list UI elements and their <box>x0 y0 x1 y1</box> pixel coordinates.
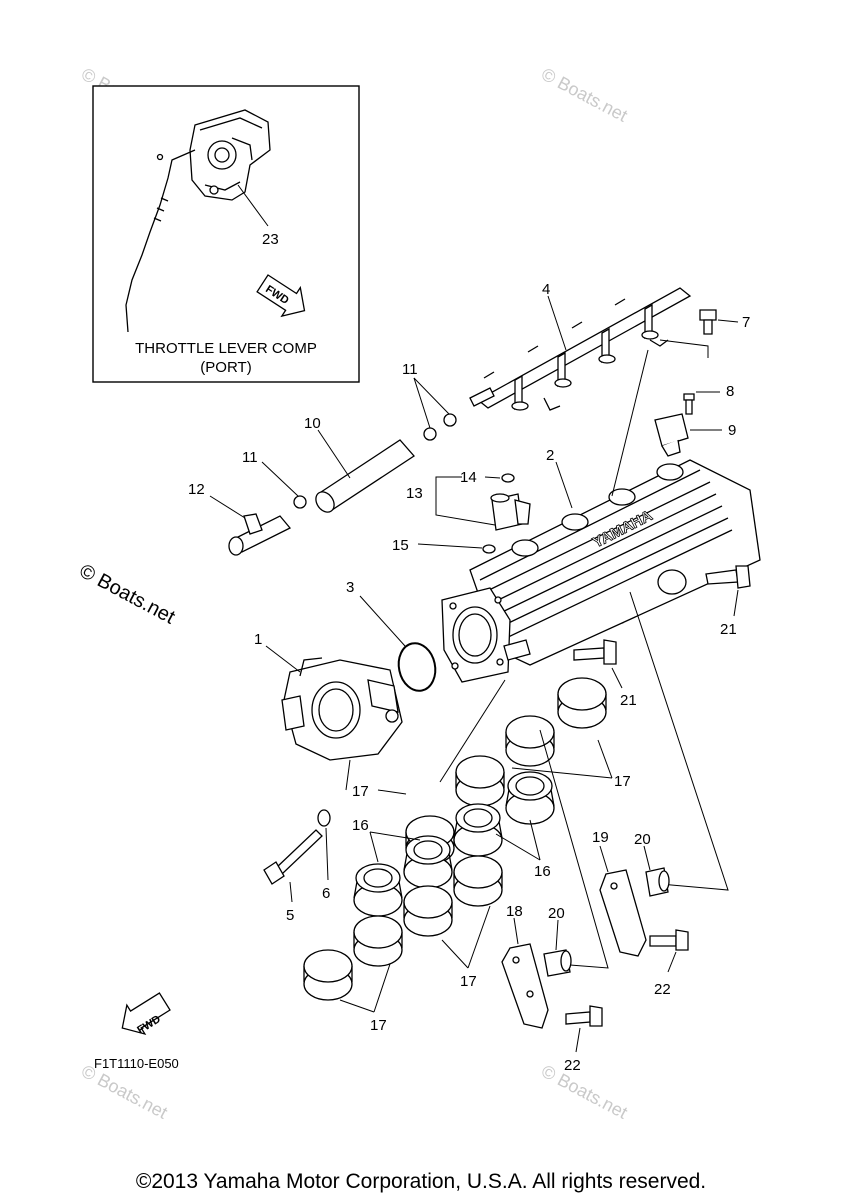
callout-12: 12 <box>188 481 205 498</box>
callout-1: 1 <box>254 631 262 648</box>
bolt-22-lower <box>565 1005 603 1027</box>
intake-manifold-2 <box>441 459 761 683</box>
seal-15 <box>482 544 496 554</box>
bracket-18 <box>501 943 549 1029</box>
grommet-20-left <box>543 949 572 977</box>
bolt-5 <box>263 829 323 885</box>
o-ring-14 <box>501 473 515 483</box>
bracket-19 <box>599 869 647 957</box>
callout-11-upper: 11 <box>402 361 418 378</box>
callout-21-upper: 21 <box>720 621 737 638</box>
callout-13: 13 <box>406 485 423 502</box>
inset-caption-line1: THROTTLE LEVER COMP <box>135 340 317 357</box>
callout-23: 23 <box>262 231 279 248</box>
callout-17-bottom: 17 <box>370 1017 387 1034</box>
callout-8: 8 <box>726 383 734 400</box>
throttle-lever-comp-drawing <box>125 109 271 333</box>
callout-19: 19 <box>592 829 609 846</box>
fwd-arrow <box>121 992 171 1035</box>
callout-10: 10 <box>304 415 321 432</box>
callout-20-right: 20 <box>634 831 651 848</box>
callout-22-lower: 22 <box>564 1057 581 1074</box>
callout-15: 15 <box>392 537 409 554</box>
fuel-hose-10 <box>315 439 415 513</box>
callout-22-right: 22 <box>654 981 671 998</box>
callout-3: 3 <box>346 579 354 596</box>
bolt-7 <box>699 309 717 335</box>
throttle-lever-inset: 23 FWD THROTTLE LEVER COMP (PORT) <box>92 85 360 383</box>
inset-caption-line2: (PORT) <box>200 359 251 376</box>
callout-17-right: 17 <box>614 773 631 790</box>
callout-5: 5 <box>286 907 294 924</box>
fuel-fitting-12 <box>228 513 292 556</box>
callout-20-left: 20 <box>548 905 565 922</box>
watermark-top-right: © Boats.net <box>538 64 631 126</box>
diagram-code: F1T1110-E050 <box>94 1056 179 1071</box>
joints-16 <box>353 771 555 917</box>
hose-clamps-11-upper <box>423 413 457 441</box>
callout-18: 18 <box>506 903 523 920</box>
callout-9: 9 <box>728 422 736 439</box>
callout-17-left: 17 <box>352 783 369 800</box>
callout-6: 6 <box>322 885 330 902</box>
clamps-17-lower <box>303 855 503 1001</box>
callout-2: 2 <box>546 447 554 464</box>
callout-11-lower: 11 <box>242 449 258 466</box>
bolt-22-right <box>649 929 689 951</box>
callout-4: 4 <box>542 281 550 298</box>
clamps-17-upper <box>405 677 607 865</box>
grommet-20-right <box>645 867 670 897</box>
watermark-bottom-right: © Boats.net <box>538 1061 631 1123</box>
bolt-8 <box>683 393 695 415</box>
callout-14: 14 <box>460 469 477 486</box>
callout-17-middle: 17 <box>460 973 477 990</box>
callout-21-lower: 21 <box>620 692 637 709</box>
bolt-21-lower <box>573 639 617 665</box>
watermark-large: © Boats.net <box>76 560 179 629</box>
throttle-body-1 <box>281 657 403 761</box>
o-ring-3 <box>397 642 437 692</box>
washer-6 <box>317 809 331 827</box>
fuel-rail-drawing <box>469 287 692 411</box>
copyright-notice: ©2013 Yamaha Motor Corporation, U.S.A. A… <box>136 1170 706 1193</box>
sensor-9 <box>654 413 689 457</box>
injector-13 <box>490 493 531 531</box>
callout-16-right: 16 <box>534 863 551 880</box>
bolt-21-upper <box>705 565 751 589</box>
callout-7: 7 <box>742 314 750 331</box>
callout-16-left: 16 <box>352 817 369 834</box>
